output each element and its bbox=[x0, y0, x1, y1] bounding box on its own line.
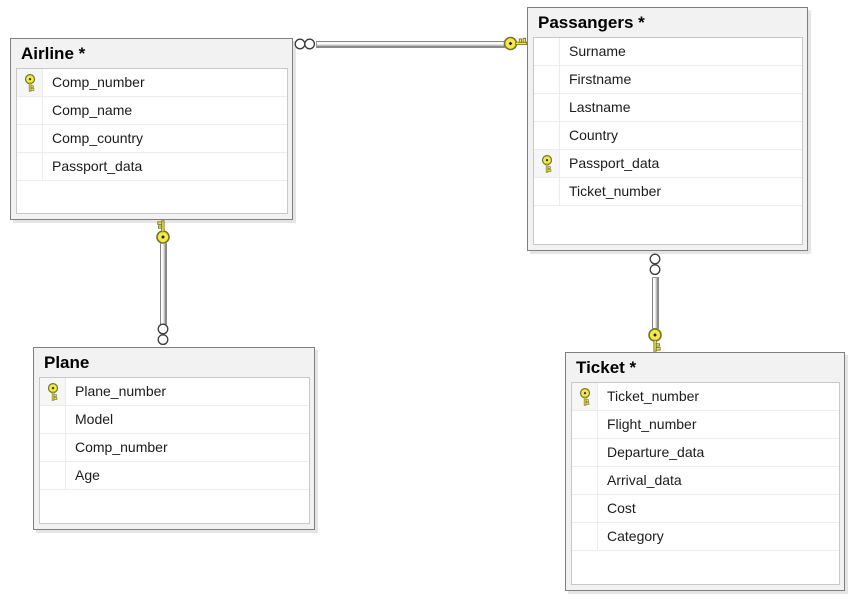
field-name: Lastname bbox=[569, 99, 631, 115]
primary-key-icon-glyph bbox=[24, 73, 36, 92]
key-cell-empty bbox=[40, 462, 66, 489]
field-row-surname[interactable]: Surname bbox=[534, 38, 802, 66]
table-plane-title[interactable]: Plane bbox=[44, 353, 90, 372]
field-name: Country bbox=[569, 127, 619, 143]
field-name: Category bbox=[607, 528, 664, 544]
field-row-country[interactable]: Country bbox=[534, 122, 802, 150]
field-row-comp_number[interactable]: Comp_number bbox=[40, 434, 309, 462]
primary-key-icon bbox=[534, 150, 560, 177]
field-row-arrival_data[interactable]: Arrival_data bbox=[572, 467, 839, 495]
field-row-plane_number[interactable]: Plane_number bbox=[40, 378, 309, 406]
field-name: Comp_name bbox=[52, 102, 133, 118]
field-name: Comp_country bbox=[52, 130, 144, 146]
primary-key-icon-glyph bbox=[47, 382, 59, 401]
many-infinity-icon bbox=[648, 252, 662, 277]
field-row-departure_data[interactable]: Departure_data bbox=[572, 439, 839, 467]
many-infinity-icon bbox=[293, 37, 317, 51]
field-name: Passport_data bbox=[52, 158, 143, 174]
table-ticket-title[interactable]: Ticket * bbox=[576, 358, 637, 377]
relationship-line-airline-passangers[interactable] bbox=[316, 41, 505, 48]
key-cell-empty bbox=[40, 406, 66, 433]
table-airline-title[interactable]: Airline * bbox=[21, 44, 86, 63]
key-cell-empty bbox=[572, 495, 598, 522]
key-cell-empty bbox=[572, 523, 598, 550]
key-cell-empty bbox=[572, 467, 598, 494]
key-cell-empty bbox=[572, 439, 598, 466]
field-row-lastname[interactable]: Lastname bbox=[534, 94, 802, 122]
primary-key-icon bbox=[17, 69, 43, 96]
key-cell-empty bbox=[572, 411, 598, 438]
key-cell-empty bbox=[534, 178, 560, 205]
field-row-comp_number[interactable]: Comp_number bbox=[17, 69, 287, 97]
field-row-comp_country[interactable]: Comp_country bbox=[17, 125, 287, 153]
primary-key-icon bbox=[40, 378, 66, 405]
field-name: Ticket_number bbox=[607, 388, 700, 404]
primary-key-icon bbox=[572, 383, 598, 410]
table-passangers-title[interactable]: Passangers * bbox=[538, 13, 645, 32]
field-name: Plane_number bbox=[75, 383, 167, 399]
many-infinity-icon bbox=[156, 322, 170, 347]
field-name: Ticket_number bbox=[569, 183, 662, 199]
key-cell-empty bbox=[17, 125, 43, 152]
primary-key-icon-glyph bbox=[579, 387, 591, 406]
one-key-icon bbox=[155, 220, 171, 245]
field-name: Comp_number bbox=[52, 74, 145, 90]
field-name: Arrival_data bbox=[607, 472, 682, 488]
field-name: Comp_number bbox=[75, 439, 168, 455]
key-cell-empty bbox=[534, 94, 560, 121]
field-row-category[interactable]: Category bbox=[572, 523, 839, 551]
field-row-age[interactable]: Age bbox=[40, 462, 309, 490]
field-name: Departure_data bbox=[607, 444, 705, 460]
field-name: Cost bbox=[607, 500, 636, 516]
one-key-icon bbox=[647, 327, 663, 352]
field-row-comp_name[interactable]: Comp_name bbox=[17, 97, 287, 125]
field-name: Firstname bbox=[569, 71, 632, 87]
one-key-icon bbox=[503, 36, 528, 52]
key-cell-empty bbox=[40, 434, 66, 461]
relationship-line-airline-plane[interactable] bbox=[160, 243, 167, 325]
primary-key-icon-glyph bbox=[541, 154, 553, 173]
relationship-line-passangers-ticket[interactable] bbox=[652, 277, 659, 329]
field-row-ticket_number[interactable]: Ticket_number bbox=[534, 178, 802, 206]
key-cell-empty bbox=[534, 38, 560, 65]
key-cell-empty bbox=[534, 66, 560, 93]
field-row-passport_data[interactable]: Passport_data bbox=[17, 153, 287, 181]
field-row-firstname[interactable]: Firstname bbox=[534, 66, 802, 94]
key-cell-empty bbox=[17, 153, 43, 180]
field-row-passport_data[interactable]: Passport_data bbox=[534, 150, 802, 178]
field-name: Age bbox=[75, 467, 100, 483]
field-name: Passport_data bbox=[569, 155, 660, 171]
key-cell-empty bbox=[534, 122, 560, 149]
key-cell-empty bbox=[17, 97, 43, 124]
field-name: Flight_number bbox=[607, 416, 697, 432]
field-row-model[interactable]: Model bbox=[40, 406, 309, 434]
field-row-cost[interactable]: Cost bbox=[572, 495, 839, 523]
field-name: Surname bbox=[569, 43, 626, 59]
field-row-flight_number[interactable]: Flight_number bbox=[572, 411, 839, 439]
field-name: Model bbox=[75, 411, 114, 427]
field-row-ticket_number[interactable]: Ticket_number bbox=[572, 383, 839, 411]
